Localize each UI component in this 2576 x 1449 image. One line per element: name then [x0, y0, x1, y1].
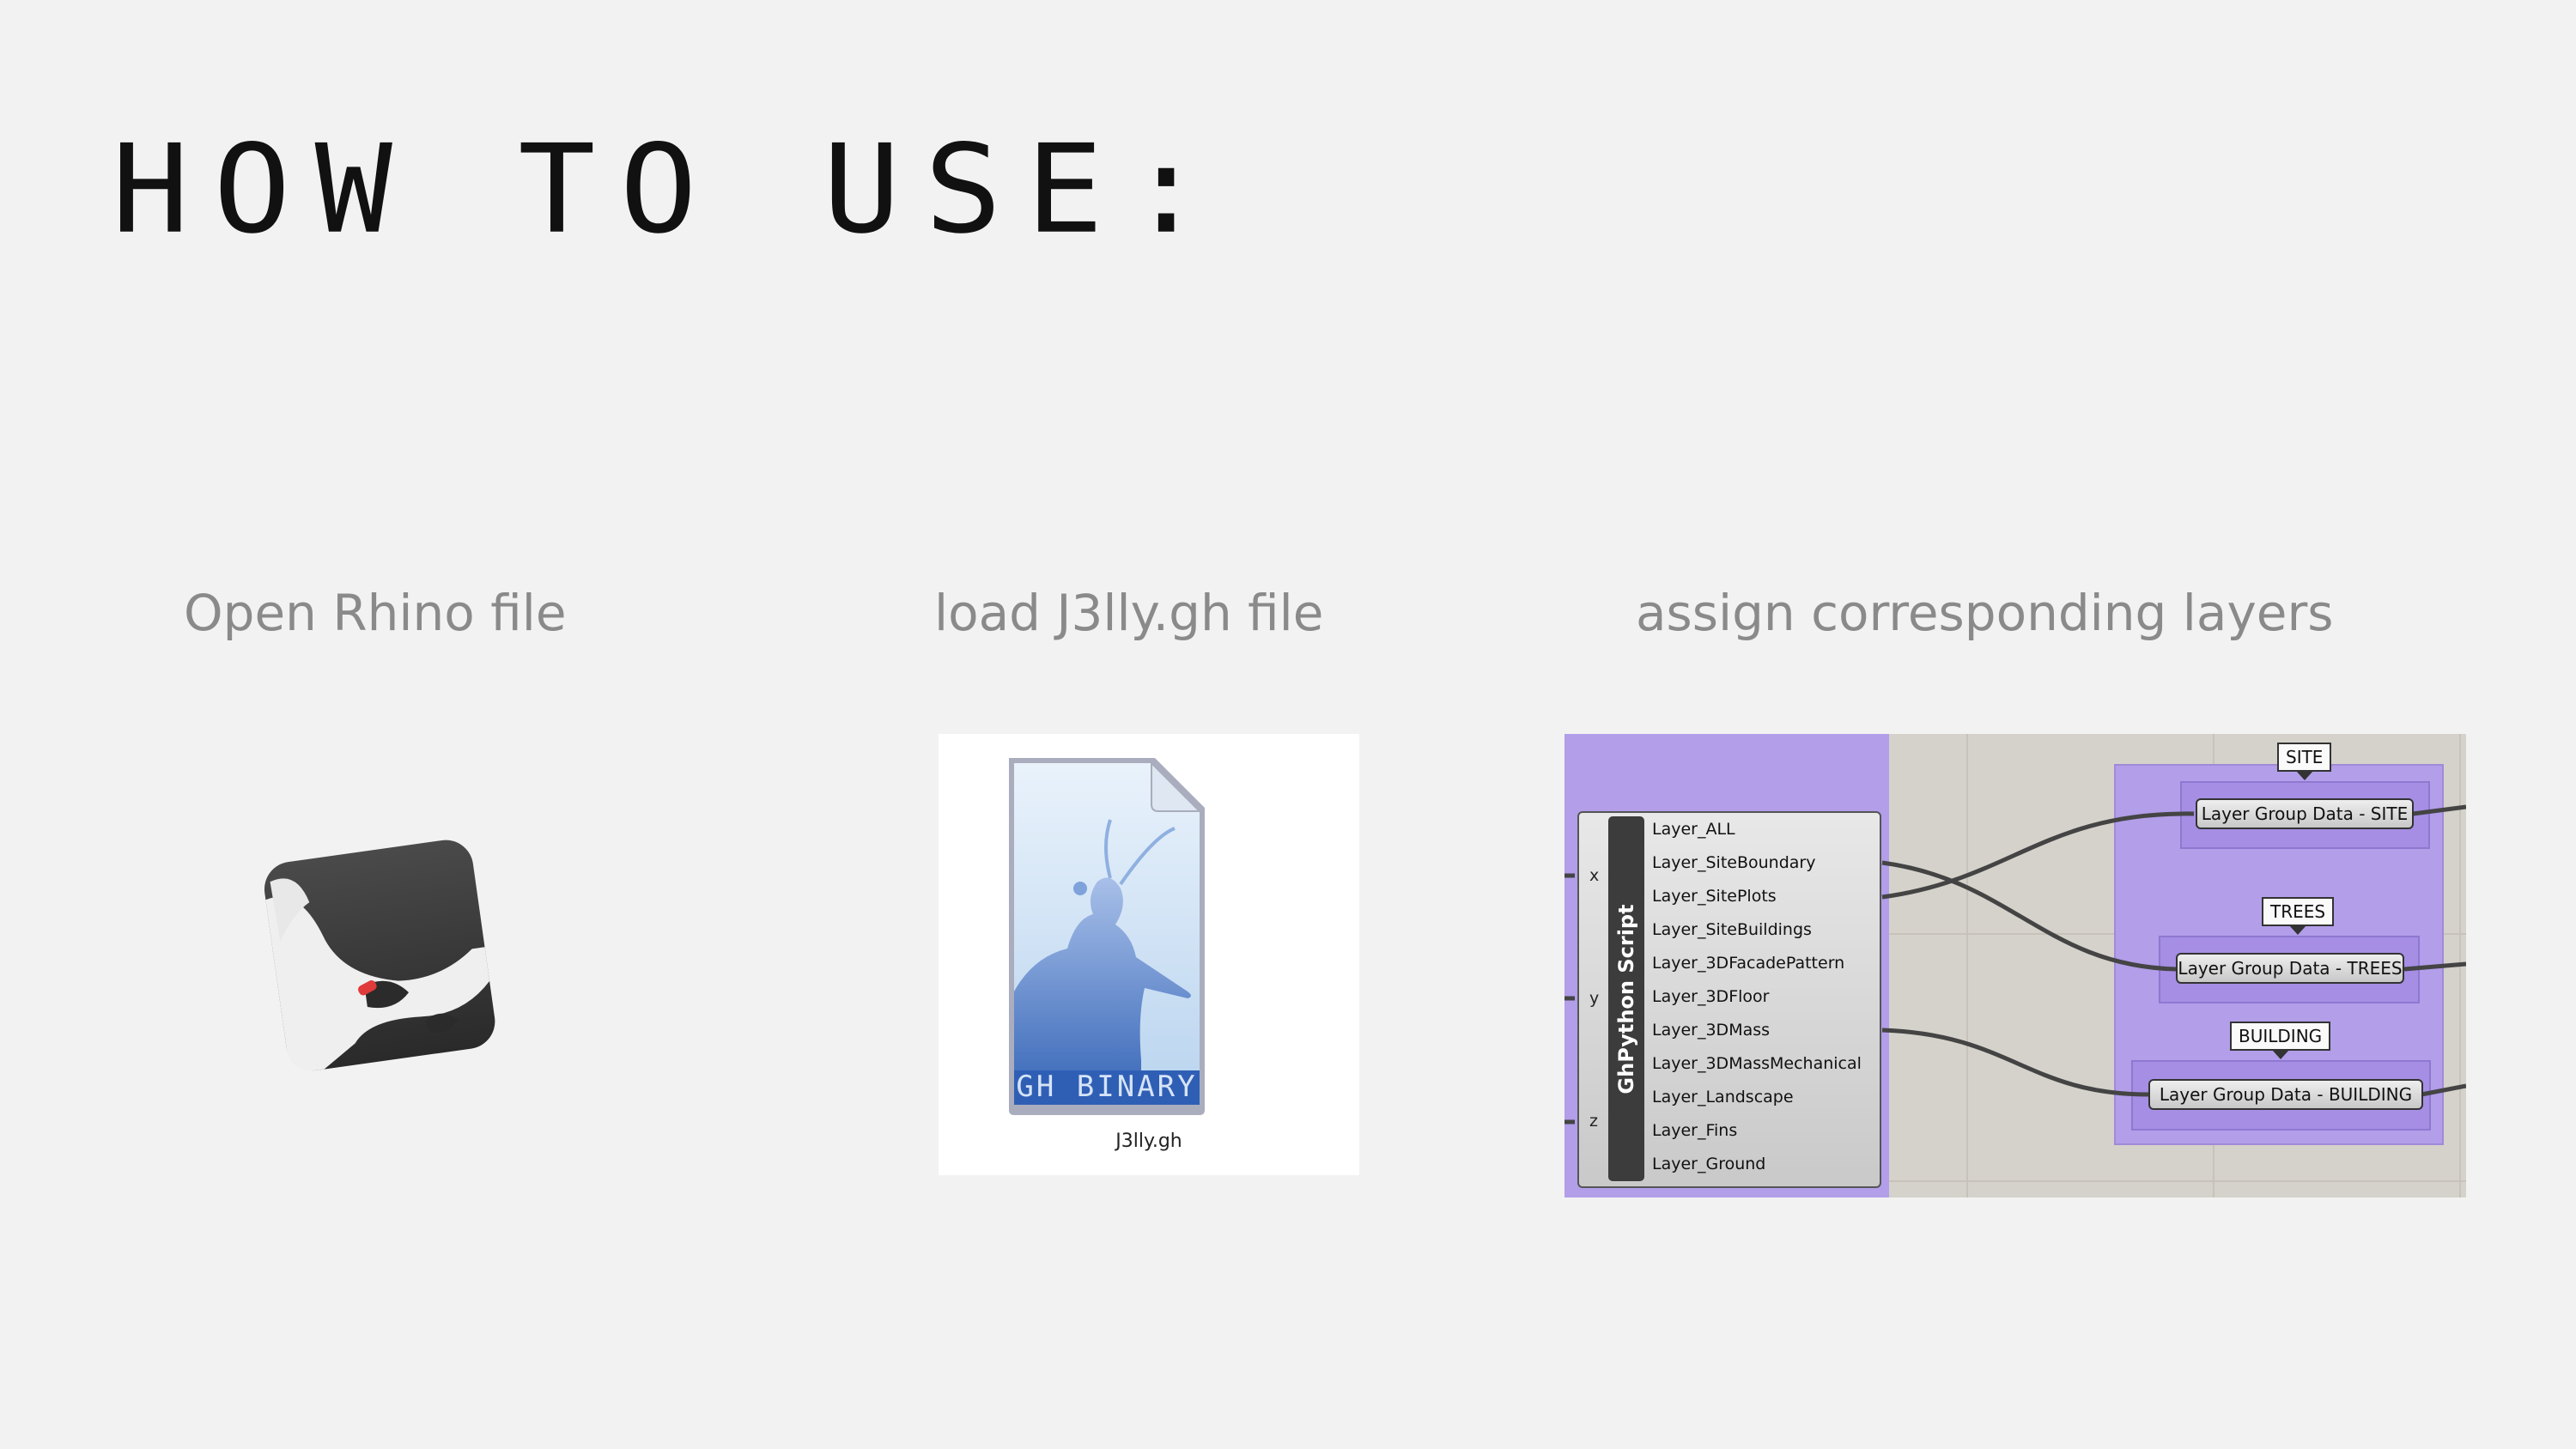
wire-siteboundary-trees — [1881, 860, 2177, 972]
step-assign-layers-label: assign corresponding layers — [1636, 584, 2334, 642]
step-open-rhino-label: Open Rhino file — [184, 584, 567, 642]
layer-group-data-trees[interactable]: Layer Group Data - TREES — [2176, 953, 2404, 984]
wire-siteplots-site — [1881, 811, 2195, 900]
page-title: HOW TO USE: — [112, 118, 1230, 261]
ghpython-component[interactable]: GhPython Script x y z Layer_ALL Layer_Si… — [1577, 811, 1881, 1188]
input-x[interactable]: x — [1589, 866, 1600, 885]
group-tag-building[interactable]: BUILDING — [2230, 1022, 2331, 1051]
layer-group-data-site[interactable]: Layer Group Data - SITE — [2196, 798, 2414, 829]
gh-binary-badge: GH BINARY — [1016, 1070, 1197, 1104]
gh-file-panel[interactable]: GH BINARY J3lly.gh — [939, 734, 1359, 1175]
group-tag-trees[interactable]: TREES — [2262, 897, 2335, 926]
output-param[interactable]: Layer_Landscape — [1652, 1088, 1794, 1106]
grid-line — [1564, 933, 2466, 935]
wire-site-out — [2412, 804, 2466, 816]
wire-building-out — [2421, 1083, 2466, 1097]
output-param[interactable]: Layer_3DMassMechanical — [1652, 1054, 1862, 1073]
output-param[interactable]: Layer_Fins — [1652, 1121, 1738, 1140]
input-z[interactable]: z — [1589, 1112, 1598, 1131]
output-param[interactable]: Layer_SitePlots — [1652, 887, 1777, 906]
group-tag-site[interactable]: SITE — [2277, 743, 2332, 772]
output-param[interactable]: Layer_3DFacadePattern — [1652, 954, 1845, 973]
component-name: GhPython Script — [1614, 903, 1638, 1094]
gh-binary-file-icon: GH BINARY — [1009, 758, 1205, 1115]
rhino-logo-icon — [258, 833, 507, 1082]
output-param[interactable]: Layer_SiteBoundary — [1652, 853, 1816, 872]
output-param[interactable]: Layer_3DMass — [1652, 1021, 1771, 1040]
wires — [1564, 804, 2466, 1125]
component-title-bar: GhPython Script — [1608, 816, 1644, 1181]
step-load-gh-label: load J3lly.gh file — [934, 584, 1324, 642]
layer-group-data-building[interactable]: Layer Group Data - BUILDING — [2148, 1079, 2423, 1110]
output-param[interactable]: Layer_SiteBuildings — [1652, 920, 1812, 939]
grid-line — [1966, 734, 1968, 1197]
wire-3dmass-building — [1881, 1028, 2149, 1097]
output-param[interactable]: Layer_ALL — [1652, 820, 1735, 839]
input-y[interactable]: y — [1589, 989, 1600, 1008]
grid-line — [1564, 1180, 2466, 1182]
gh-filename[interactable]: J3lly.gh — [1115, 1131, 1182, 1152]
grasshopper-canvas[interactable]: GhPython Script x y z Layer_ALL Layer_Si… — [1564, 734, 2466, 1197]
wire-trees-out — [2403, 961, 2466, 972]
output-param[interactable]: Layer_3DFloor — [1652, 987, 1770, 1006]
output-param[interactable]: Layer_Ground — [1652, 1155, 1766, 1173]
